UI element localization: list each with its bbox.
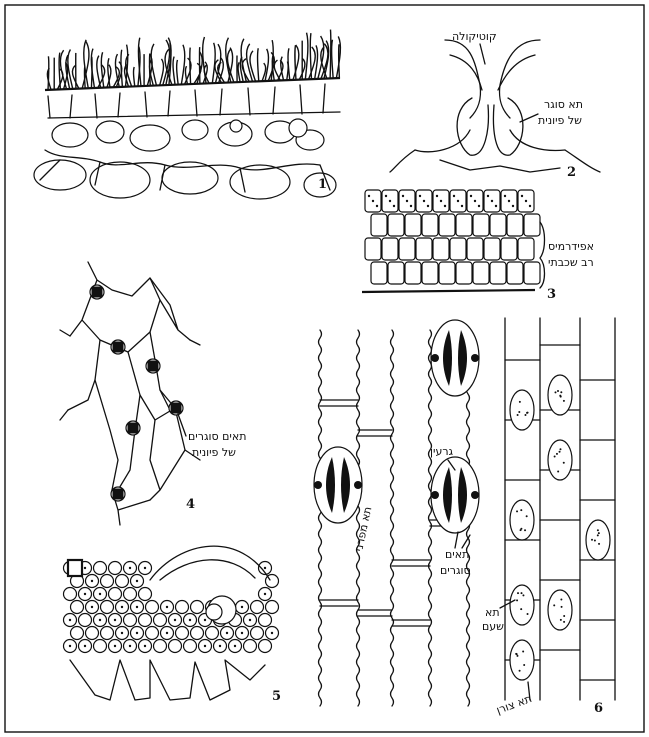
figure-4-drawing xyxy=(60,262,200,525)
figure-1-drawing xyxy=(34,30,340,199)
label-of-stoma: של פיונית xyxy=(538,114,582,127)
label-nucleus: גרעין xyxy=(430,445,454,458)
label-guard: סוגרים xyxy=(440,564,471,577)
figure-4-number: 4 xyxy=(186,497,195,512)
label-guard-cell: תא סוגר xyxy=(544,98,583,111)
label-multilayer: רב שכבתי xyxy=(548,256,594,269)
label-cells: תאים xyxy=(445,548,469,561)
figure-5-number: 5 xyxy=(272,689,281,704)
figure-6-drawing xyxy=(314,318,615,706)
brace-epidermis xyxy=(540,222,545,288)
figure-6-number: 6 xyxy=(594,701,603,716)
figure-5-drawing xyxy=(64,546,279,700)
figure-3-drawing xyxy=(362,190,540,292)
label-cuticle: קוטיקולה xyxy=(452,30,497,43)
label-of-stoma-4: של פיונית xyxy=(192,446,236,459)
figure-1-number: 1 xyxy=(318,177,327,192)
label-guard-cells: תאים סוגרים xyxy=(188,430,246,443)
label-silica-cell: תא צורן xyxy=(495,692,534,717)
figure-2-number: 2 xyxy=(567,165,576,180)
label-cork-cell-2: שעם xyxy=(482,620,504,633)
label-epidermis: אפידרמיס xyxy=(548,240,594,253)
pointer-cuticle xyxy=(480,44,485,64)
label-tracheid-cell: תא מפרני xyxy=(352,505,374,552)
figure-3-number: 3 xyxy=(547,287,556,302)
label-cork-cell-1: תא xyxy=(485,606,500,619)
